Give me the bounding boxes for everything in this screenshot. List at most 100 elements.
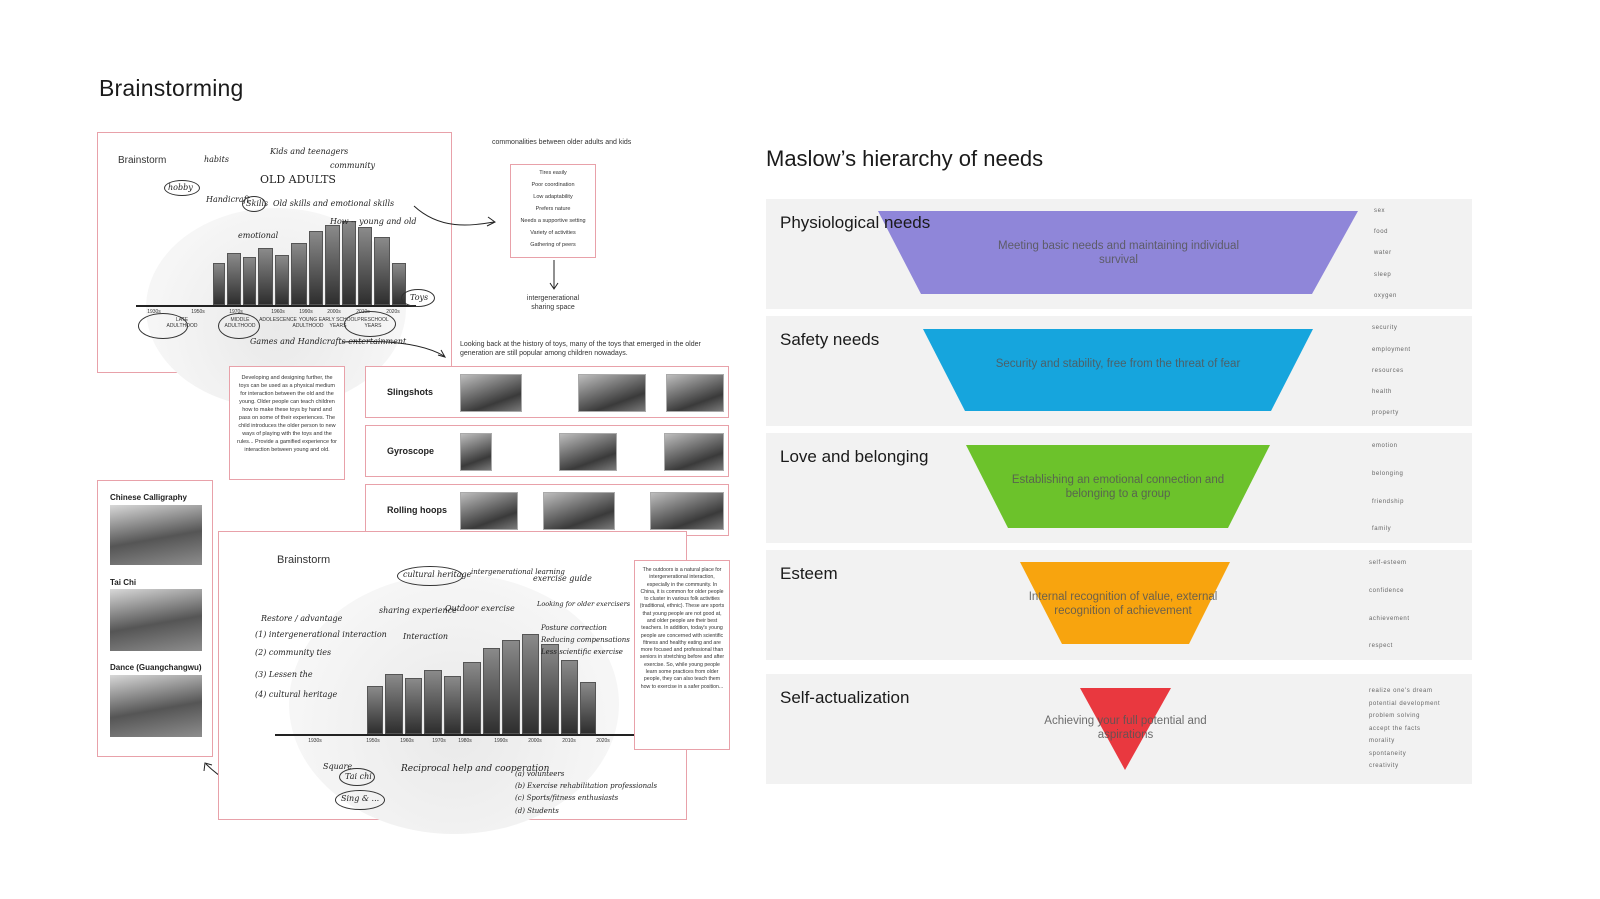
keyword: belonging — [1372, 471, 1404, 477]
scribble-note: community — [330, 161, 376, 170]
keyword: employment — [1372, 347, 1411, 353]
level-name: Self-actualization — [780, 688, 910, 707]
portrait-photo — [275, 255, 289, 305]
timeline-tick: 1990s — [494, 738, 508, 744]
toy-photo — [460, 374, 522, 412]
level-desc: Meeting basic needs and maintaining indi… — [997, 240, 1240, 266]
photo-strip — [367, 634, 596, 734]
keyword: potential development — [1369, 701, 1441, 707]
keyword: achievement — [1369, 616, 1410, 622]
scribble-note: Old skills and emotional skills — [273, 199, 395, 208]
scribble-note: (2) community ties — [255, 648, 332, 657]
maslow-title: Maslow’s hierarchy of needs — [766, 146, 1044, 171]
toy-row-rolling-hoops: Rolling hoops — [365, 484, 729, 536]
scribble-note: (3) Lessen the — [255, 670, 313, 679]
toy-label: Gyroscope — [387, 446, 435, 456]
timeline-axis — [136, 305, 416, 307]
toys-paragraph-box: Developing and designing further, the to… — [229, 366, 345, 480]
activity-label: Tai Chi — [110, 578, 137, 587]
portrait-photo — [385, 674, 403, 734]
keyword-list: emotion belonging friendship family — [1372, 433, 1472, 543]
scribble-note: emotional — [238, 231, 279, 240]
page-title: Brainstorming — [99, 75, 244, 101]
stage-label: EARLY SCHOOL YEARS — [318, 317, 358, 329]
connector-arrow — [413, 205, 496, 227]
taichi-oval — [339, 768, 375, 786]
scribble-note: Games and Handicrafts entertainment — [250, 337, 407, 346]
portrait-photo — [522, 634, 539, 734]
keyword: realize one's dream — [1369, 688, 1433, 694]
toy-row-slingshots: Slingshots — [365, 366, 729, 418]
level-name: Physiological needs — [780, 213, 931, 232]
keyword: food — [1374, 229, 1389, 235]
scribble-note: Kids and teenagers — [270, 147, 349, 156]
scribble-note: Handicraft — [206, 195, 250, 204]
keyword: sex — [1374, 208, 1386, 214]
portrait-photo — [342, 221, 356, 305]
portrait-photo — [502, 640, 520, 734]
keyword: spontaneity — [1369, 751, 1407, 757]
scribble-note: sharing experience — [379, 606, 457, 615]
stage-label: YOUNG ADULTHOOD — [292, 317, 324, 329]
maslow-level-self-actualization: Self-actualization Achieving your full p… — [766, 674, 1472, 784]
portrait-photo — [227, 253, 241, 305]
stage-oval — [138, 313, 188, 339]
maslow-level-esteem: Esteem Internal recognition of value, ex… — [766, 550, 1472, 660]
keyword: water — [1374, 250, 1392, 256]
toy-photo — [460, 492, 518, 530]
keyword-list: security employment resources health pro… — [1372, 316, 1472, 426]
toy-photo — [460, 433, 492, 471]
portrait-photo — [580, 682, 596, 734]
portrait-photo — [258, 248, 273, 305]
activity-label: Chinese Calligraphy — [110, 493, 187, 502]
brainstorm-bottom-label: Brainstorm — [277, 554, 331, 566]
keyword: family — [1372, 526, 1392, 532]
scribble-note: How -- young and old — [330, 217, 417, 226]
outdoors-paragraph: The outdoors is a natural place for inte… — [639, 567, 725, 690]
toy-row-gyroscope: Gyroscope — [365, 425, 729, 477]
portrait-photo — [463, 662, 481, 734]
toy-photo — [666, 374, 724, 412]
toy-photo — [650, 492, 724, 530]
stage-oval — [218, 313, 260, 339]
scribble-note: habits — [204, 155, 229, 164]
level-desc: Internal recognition of value, external … — [1028, 591, 1218, 617]
commonality-item: Low adaptability — [533, 194, 573, 200]
level-name: Love and belonging — [780, 447, 929, 466]
keyword: respect — [1369, 643, 1393, 649]
activity-label: Dance (Guangchangwu) — [110, 663, 202, 672]
cultural-oval — [397, 566, 463, 586]
commonality-item: Variety of activities — [530, 230, 576, 236]
scribble-note: Reciprocal help and cooperation — [401, 764, 550, 774]
keyword: friendship — [1372, 499, 1405, 505]
keyword-list: sex food water sleep oxygen — [1374, 199, 1472, 309]
toys-note: Looking back at the history of toys, man… — [460, 341, 701, 358]
keyword: morality — [1369, 738, 1395, 744]
portrait-photo — [358, 227, 372, 305]
scribble-note: (1) intergenerational interaction — [255, 630, 387, 639]
toy-photo — [543, 492, 615, 530]
portrait-photo — [309, 231, 323, 305]
scribble-note: (4) cultural heritage — [255, 690, 338, 699]
commonalities-title: commonalities between older adults and k… — [492, 139, 632, 146]
keyword: property — [1372, 410, 1399, 416]
portrait-photo — [561, 660, 578, 734]
portrait-photo — [405, 678, 422, 734]
brainstorm-top-panel: Brainstorm 1930s 1950s 1970s 1960s 1990s… — [97, 132, 452, 408]
portrait-photo — [424, 670, 442, 734]
timeline-tick: 1950s — [191, 309, 205, 315]
commonality-item: Needs a supportive setting — [520, 218, 586, 224]
scribble-note: Looking for older exercisers — [537, 600, 631, 608]
commonality-item: Prefers nature — [535, 206, 571, 212]
maslow-level-safety: Safety needs Security and stability, fre… — [766, 316, 1472, 426]
level-desc: Achieving your full potential and aspira… — [1044, 715, 1207, 741]
scribble-note: Outdoor exercise — [445, 604, 515, 613]
brainstorm-bottom-panel: Brainstorm 1930s 1950s 1960s 1970s 1980s… — [218, 531, 687, 834]
level-name: Esteem — [780, 564, 838, 583]
scribble-note: OLD ADULTS — [260, 173, 336, 186]
keyword: health — [1372, 389, 1392, 395]
scribble-note: exercise guide — [533, 574, 592, 583]
timeline-tick: 1930s — [308, 738, 322, 744]
timeline-tick: 1950s — [366, 738, 380, 744]
activities-box: Chinese Calligraphy Tai Chi Dance (Guang… — [97, 480, 213, 757]
